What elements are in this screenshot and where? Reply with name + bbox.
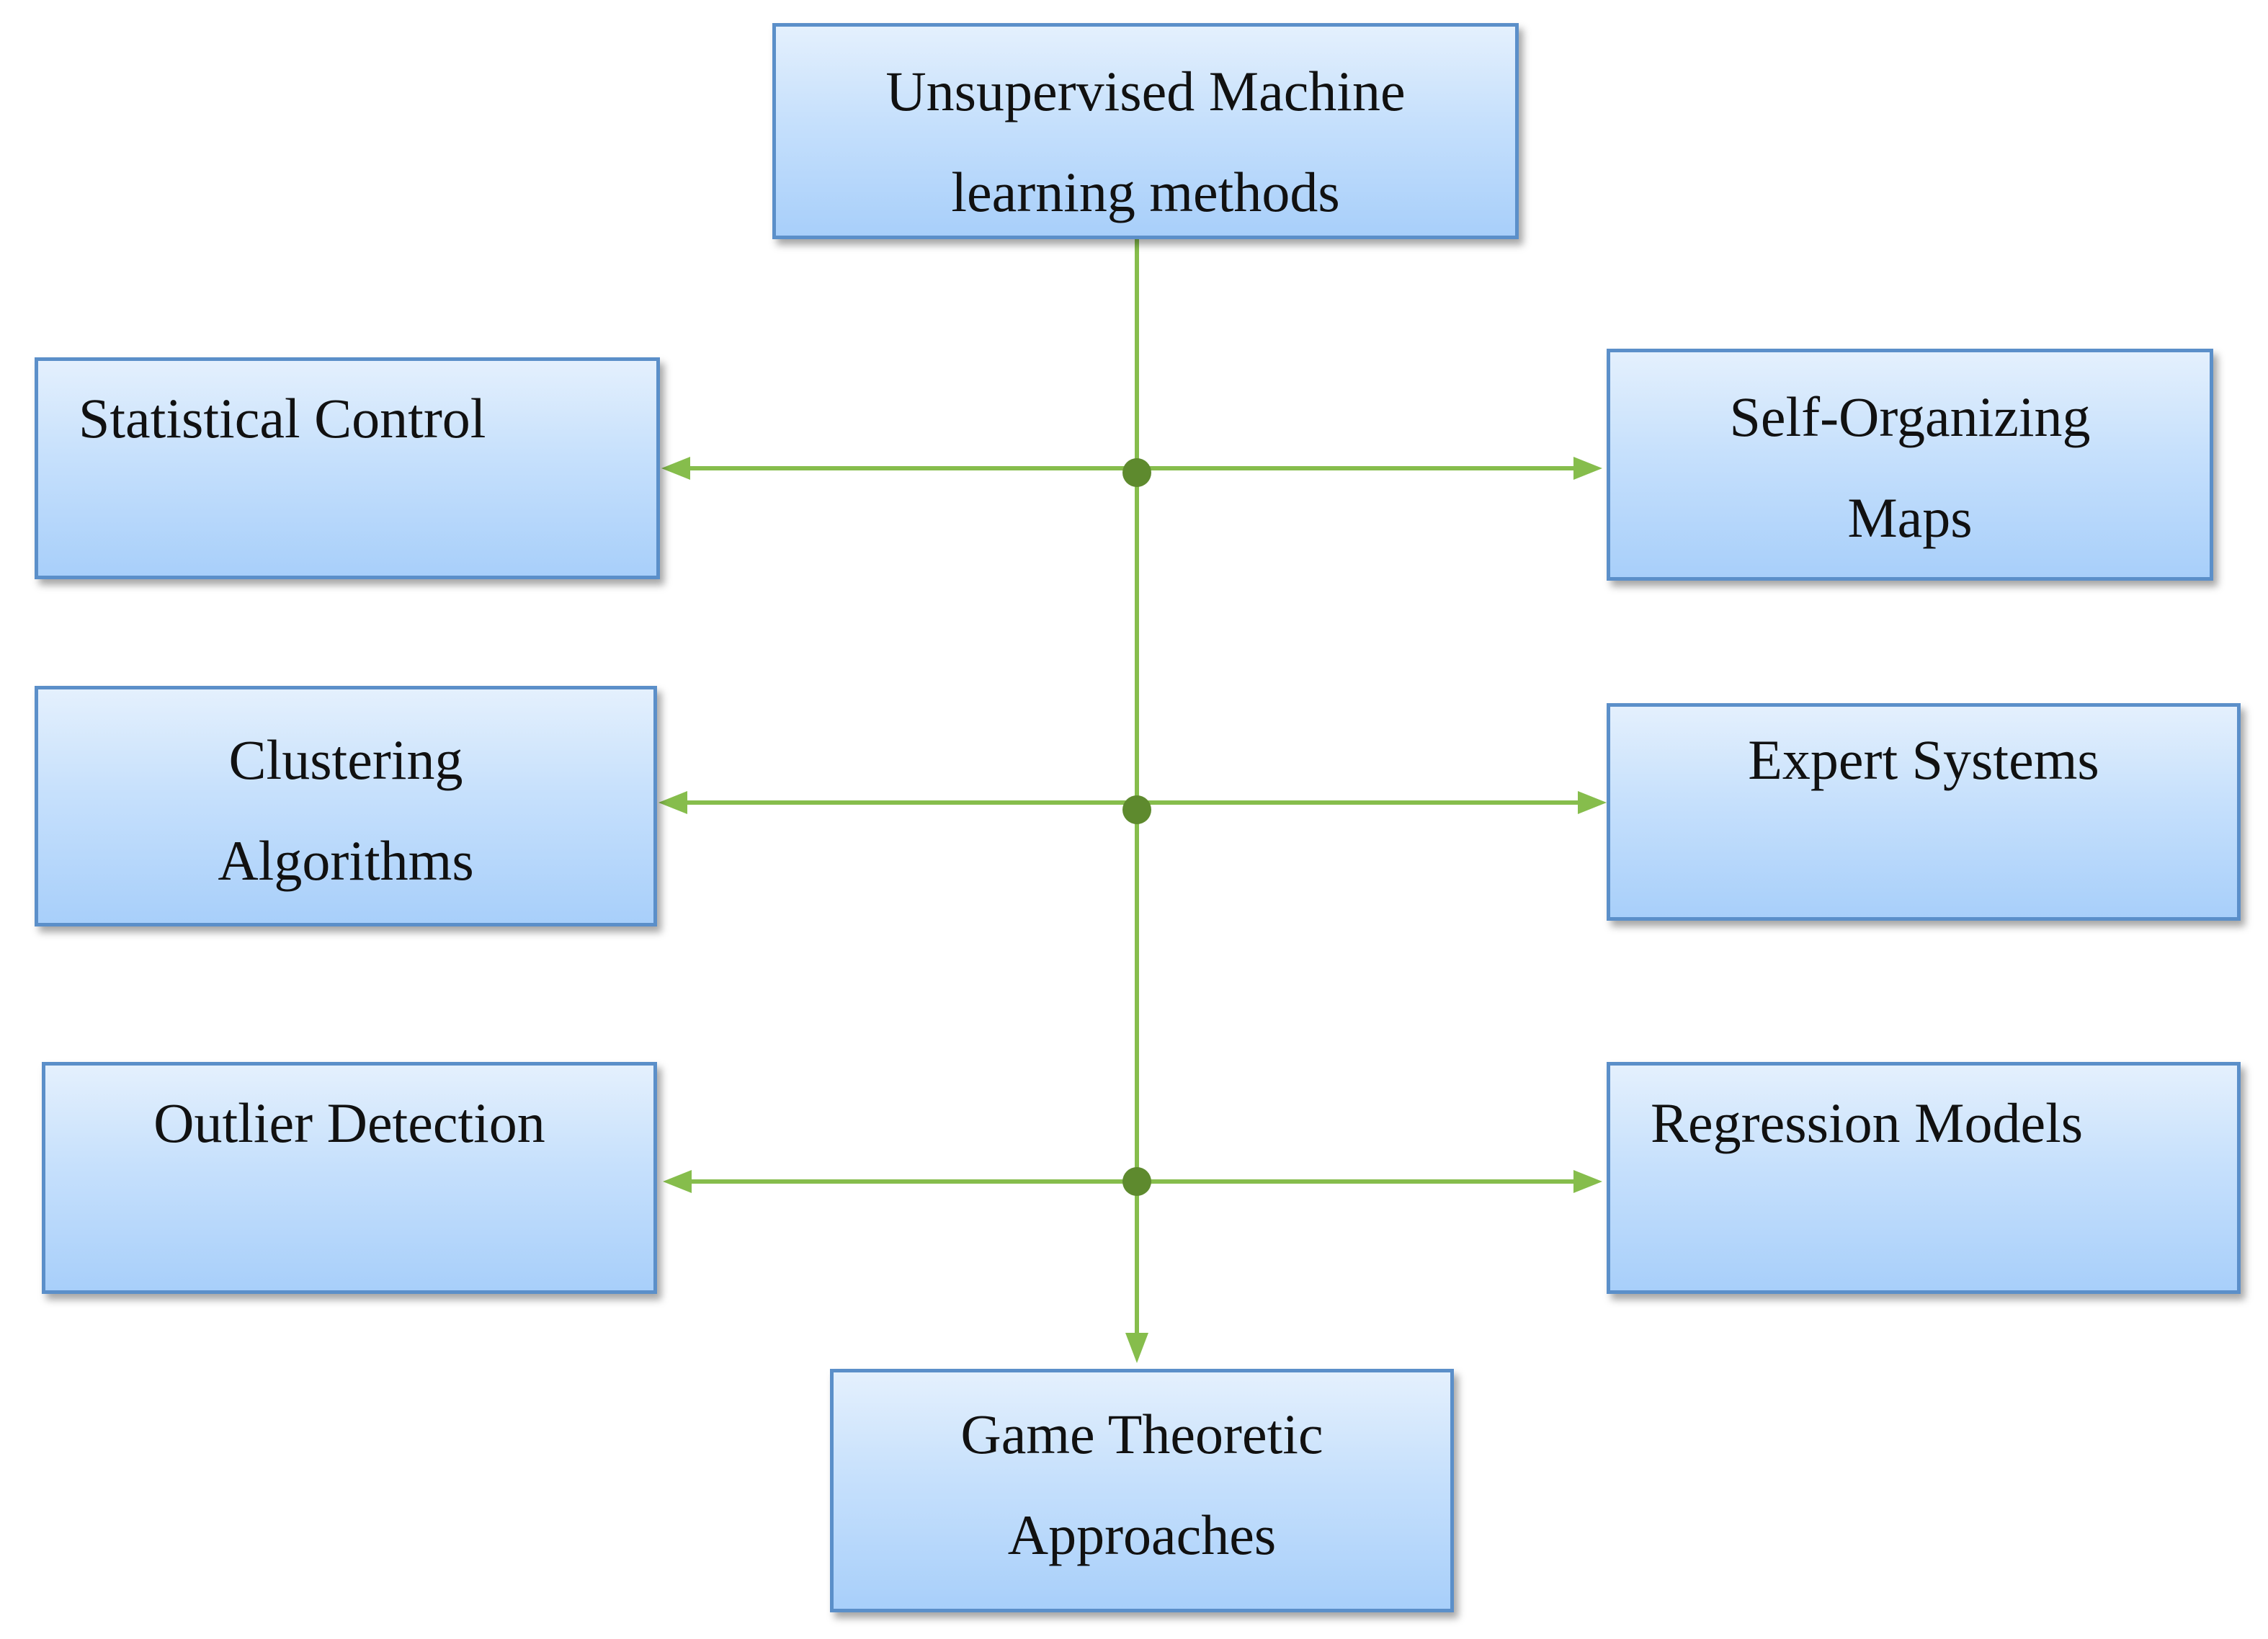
node-regression-models: Regression Models [1607,1062,2241,1294]
arrowhead-left-statistical [661,457,690,480]
node-game-theoretic-approaches-label: Game Theoretic Approaches [960,1403,1323,1566]
node-outlier-detection: Outlier Detection [42,1062,657,1294]
junction-dot-row2 [1122,795,1151,824]
node-expert-systems: Expert Systems [1607,703,2241,921]
node-self-organizing-maps: Self-Organizing Maps [1607,349,2213,581]
arrowhead-right-expert [1578,791,1607,814]
node-game-theoretic-approaches: Game Theoretic Approaches [830,1369,1454,1612]
arrowhead-left-outlier [663,1170,692,1193]
node-clustering-algorithms-label: Clustering Algorithms [218,728,474,892]
arrowhead-right-regression [1573,1170,1602,1193]
node-clustering-algorithms: Clustering Algorithms [35,686,657,926]
node-outlier-detection-label: Outlier Detection [153,1091,545,1154]
root-node-label: Unsupervised Machine learning methods [885,60,1406,223]
node-statistical-control-label: Statistical Control [79,387,486,450]
node-regression-models-label: Regression Models [1651,1091,2084,1154]
junction-dot-row3 [1122,1167,1151,1196]
node-statistical-control: Statistical Control [35,357,660,579]
root-node-unsupervised-ml: Unsupervised Machine learning methods [772,23,1519,239]
arrowhead-right-som [1573,457,1602,480]
arrowhead-left-clustering [658,791,687,814]
node-self-organizing-maps-label: Self-Organizing Maps [1729,385,2091,549]
node-expert-systems-label: Expert Systems [1748,728,2099,791]
arrowhead-down-game [1125,1333,1148,1363]
junction-dot-row1 [1122,458,1151,487]
